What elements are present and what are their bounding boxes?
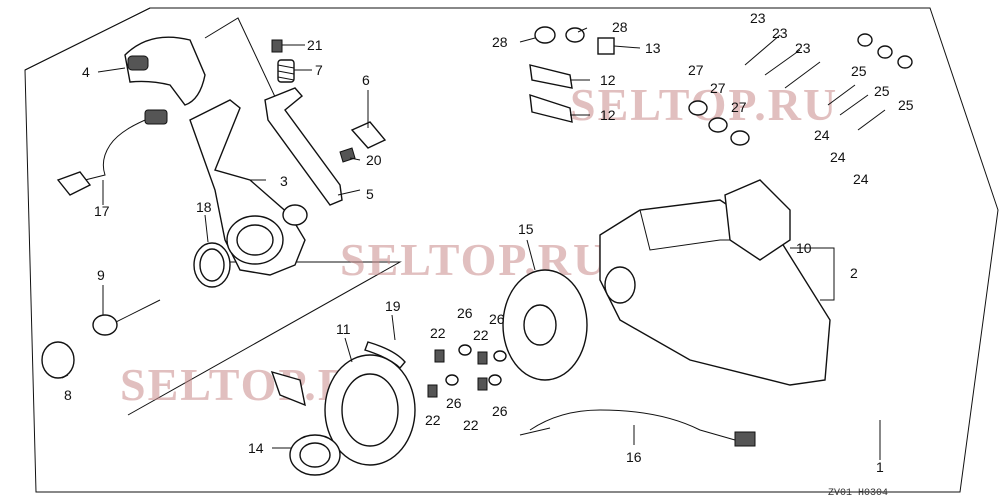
part-lever-bracket (264, 87, 343, 206)
label-part-28b: 28 (612, 19, 628, 35)
part-control-lever (189, 99, 308, 276)
part-screw-21 (271, 39, 283, 53)
label-part-11: 11 (336, 321, 351, 337)
nut-25c (897, 55, 913, 69)
nut-25a (857, 33, 873, 47)
part-clip (350, 121, 387, 149)
diagram-code: ZV01 H0304 (828, 488, 888, 499)
part-cable (519, 409, 756, 447)
label-part-15: 15 (518, 221, 534, 237)
part-link-12a (529, 64, 573, 89)
part-screw-20 (339, 147, 356, 163)
label-part-10: 10 (796, 240, 812, 256)
label-part-4: 4 (82, 64, 90, 80)
part-disc (502, 269, 588, 381)
screw-23b (764, 49, 801, 76)
label-part-27a: 27 (688, 62, 704, 78)
label-part-22d: 22 (463, 417, 479, 433)
label-part-3: 3 (280, 173, 288, 189)
screw-24c (857, 109, 886, 131)
label-part-22c: 22 (425, 412, 441, 428)
label-part-12a: 12 (600, 72, 616, 88)
label-part-9: 9 (97, 267, 105, 283)
label-part-27b: 27 (710, 80, 726, 96)
part-gasket (724, 179, 791, 261)
label-part-8: 8 (64, 387, 72, 403)
screw-24b (839, 94, 869, 116)
label-part-26b: 26 (489, 311, 505, 327)
label-part-14: 14 (248, 440, 264, 456)
part-link-12b (529, 93, 573, 123)
part-spring (277, 59, 295, 83)
screw-24a (827, 84, 856, 106)
label-part-6: 6 (362, 72, 370, 88)
label-part-12b: 12 (600, 107, 616, 123)
washer-27c (730, 130, 750, 146)
label-part-26d: 26 (492, 403, 508, 419)
label-part-24c: 24 (853, 171, 869, 187)
label-part-17: 17 (94, 203, 110, 219)
part-housing (599, 199, 831, 386)
part-clip-28a (534, 26, 556, 44)
label-part-19: 19 (385, 298, 401, 314)
washer-27b (708, 117, 728, 133)
label-part-24b: 24 (830, 149, 846, 165)
label-part-26a: 26 (457, 305, 473, 321)
washer-27a (688, 100, 708, 116)
bolts-group (427, 344, 507, 398)
label-part-1: 1 (876, 459, 884, 475)
part-neutral-switch (56, 109, 168, 196)
part-cap (41, 341, 75, 379)
screw-23a (744, 34, 781, 66)
label-part-24a: 24 (814, 127, 830, 143)
label-part-16: 16 (626, 449, 642, 465)
label-part-25b: 25 (874, 83, 890, 99)
label-part-20: 20 (366, 152, 382, 168)
part-block-13 (597, 37, 615, 55)
label-part-22a: 22 (430, 325, 446, 341)
label-part-27c: 27 (731, 99, 747, 115)
label-part-23a: 23 (750, 10, 766, 26)
label-part-5: 5 (366, 186, 374, 202)
label-part-26c: 26 (446, 395, 462, 411)
part-handle-grip (124, 36, 206, 106)
nut-25b (877, 45, 893, 59)
label-part-28a: 28 (492, 34, 508, 50)
watermark-mid: SELTOP.RU (340, 234, 608, 285)
part-friction-strip (364, 341, 406, 370)
part-shaft (92, 299, 161, 336)
label-part-23c: 23 (795, 40, 811, 56)
label-part-25a: 25 (851, 63, 867, 79)
label-part-22b: 22 (473, 327, 489, 343)
label-part-25c: 25 (898, 97, 914, 113)
frame-divider-upper (24, 7, 151, 71)
screw-23c (784, 61, 821, 89)
part-drum (324, 354, 416, 466)
label-part-2: 2 (850, 265, 858, 281)
label-part-13: 13 (645, 40, 661, 56)
part-small-plate (270, 370, 306, 407)
label-part-18: 18 (196, 199, 212, 215)
part-o-ring-inner (199, 248, 225, 282)
label-part-21: 21 (307, 37, 323, 53)
label-part-7: 7 (315, 62, 323, 78)
label-part-23b: 23 (772, 25, 788, 41)
leader-lines (61, 27, 881, 460)
part-gear-ring (289, 434, 341, 476)
